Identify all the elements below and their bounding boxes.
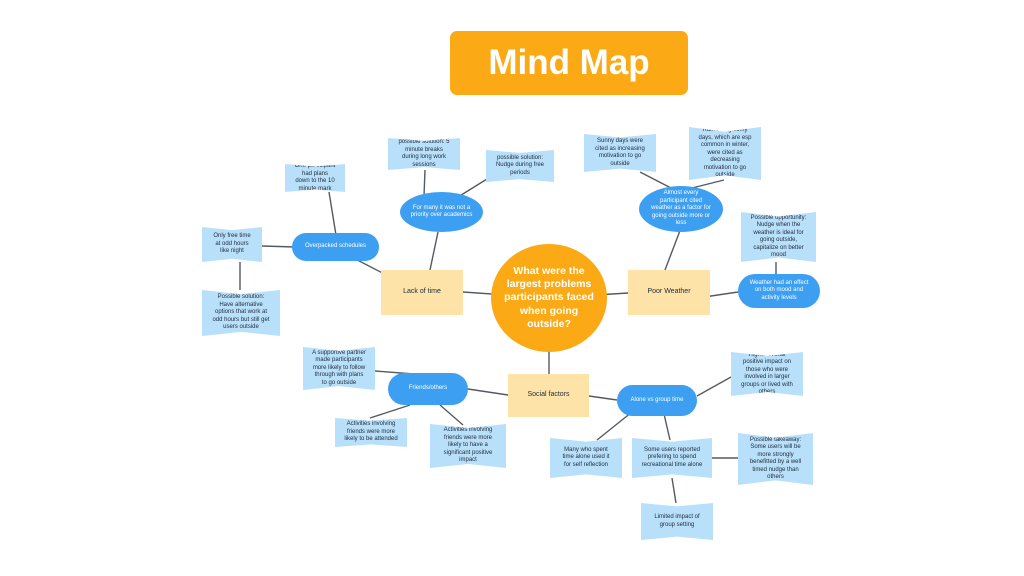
subtopic-friends-others: Friends/others: [388, 373, 468, 405]
subtopic-not-a-priority: For many it was not a priority over acad…: [400, 192, 483, 232]
connector: [467, 388, 509, 396]
connector: [664, 227, 682, 271]
connector: [639, 171, 672, 189]
connector: [429, 231, 439, 271]
note-limited-group-impact: Limited impact of group setting: [641, 503, 713, 540]
note-group-impact: Higher overall positive impact on those …: [731, 352, 803, 396]
category-poor-weather: Poor Weather: [628, 270, 710, 315]
note-5-minute-breaks: possible solution: 5 minute breaks durin…: [388, 138, 460, 170]
note-friends-attended: Activities involving friends were more l…: [335, 418, 407, 447]
connector: [691, 179, 725, 189]
category-lack-of-time: Lack of time: [381, 270, 463, 315]
note-self-reflection: Many who spent time alone used it for se…: [550, 438, 622, 478]
connector: [671, 477, 677, 504]
note-rain-gloomy: Rain and gloomy days, which are esp comm…: [689, 127, 761, 180]
note-sunny-days: Sunny days were cited as increasing moti…: [584, 134, 656, 172]
note-weather-opportunity: Possible opportunity: Nudge when the wea…: [741, 212, 816, 262]
connector: [696, 376, 732, 397]
note-supportive-partner: A supportive partner made participants m…: [303, 347, 375, 390]
connector: [596, 411, 633, 441]
central-question: What were the largest problems participa…: [491, 244, 607, 352]
note-plans-to-10-minutes: One participant had plans down to the 10…: [285, 164, 345, 192]
category-social-factors: Social factors: [508, 374, 589, 417]
note-friends-impact: Activities involving friends were more l…: [430, 424, 506, 468]
connector: [439, 404, 464, 426]
subtopic-weather-cited: Almost every participant cited weather a…: [639, 186, 723, 232]
subtopic-overpacked-schedules: Overpacked schedules: [292, 233, 379, 261]
note-nudge-free-periods: possible solution: Nudge during free per…: [486, 150, 554, 182]
note-alternative-options: Possible solution: Have alternative opti…: [202, 290, 280, 336]
connector: [663, 413, 671, 441]
subtopic-alone-vs-group: Alone vs group time: [617, 385, 697, 416]
note-odd-hours: Only free time at odd hours like night: [202, 227, 262, 262]
note-prefer-alone: Some users reported prefering to spend r…: [632, 438, 712, 478]
connector: [369, 404, 411, 419]
page-title: Mind Map: [450, 31, 688, 95]
connector: [588, 395, 618, 401]
connector: [328, 191, 337, 236]
subtopic-weather-mood: Weather had an effect on both mood and a…: [738, 274, 820, 308]
connector: [261, 245, 297, 248]
note-possible-takeaway: Possible takeaway: Some users will be mo…: [738, 433, 813, 485]
connector: [423, 169, 426, 197]
